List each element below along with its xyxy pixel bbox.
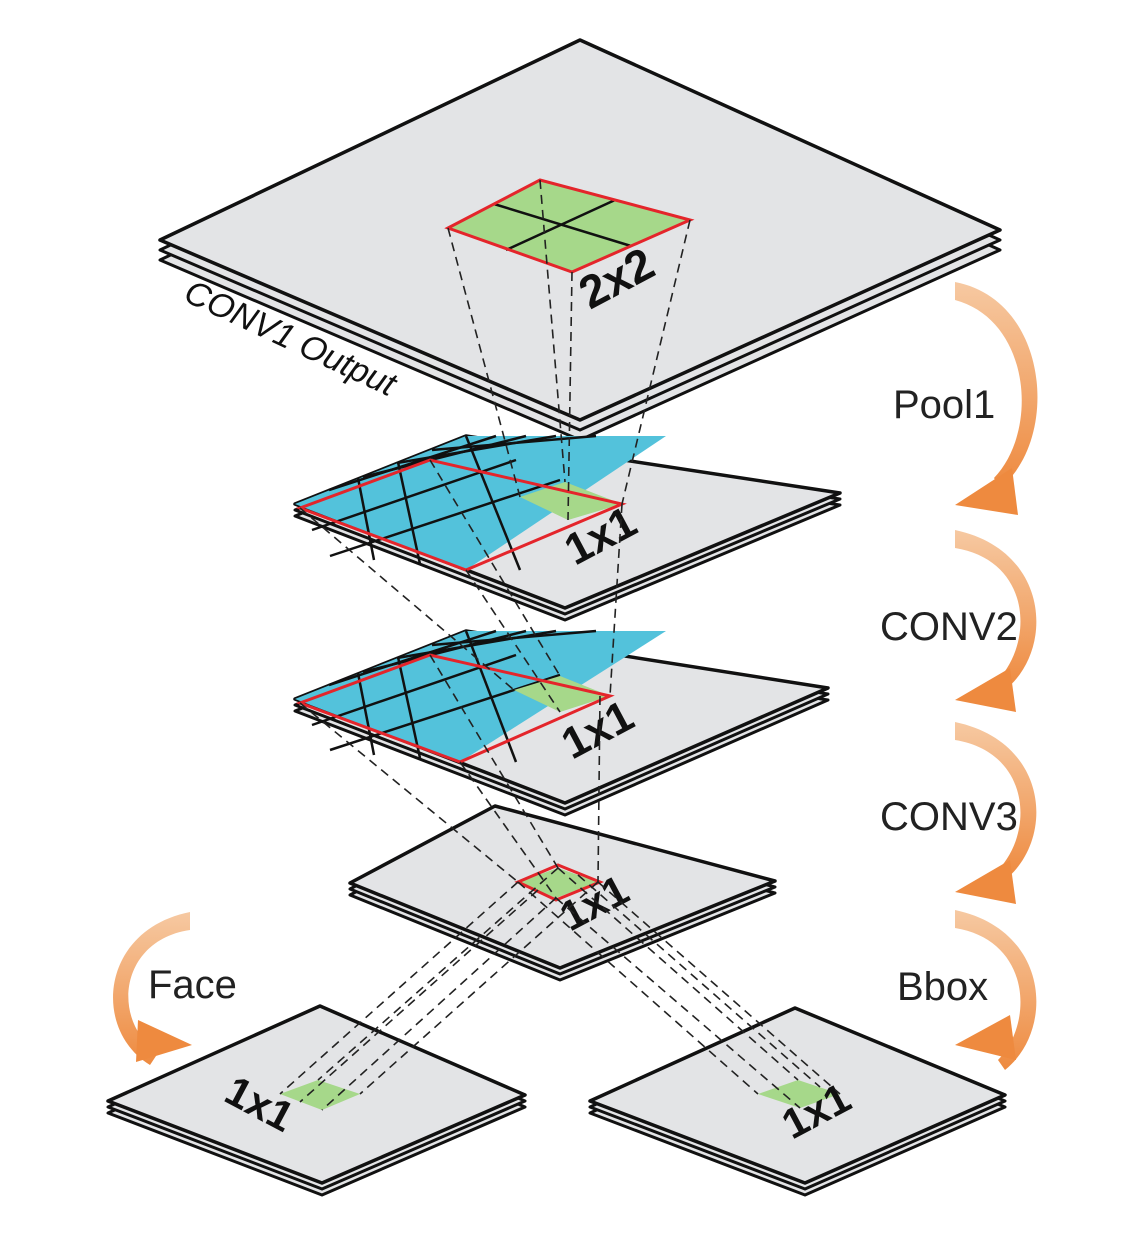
conv1-output-layer: 2x2 CONV1 Output [158,38,1002,442]
face-arrow [113,912,192,1065]
face-label: Face [148,963,237,1007]
conv2-feature-grid [295,629,666,764]
curved-arrow-icon [955,282,1038,488]
curved-arrow-icon [113,912,190,1065]
conv3-output-layer: 1x1 [348,804,777,982]
pool1-output-layer: 1x1 [293,434,842,622]
conv3-arrow [955,722,1037,904]
conv3-label: CONV3 [880,795,1018,839]
projection-lines [279,179,841,1111]
bbox-output-layer: 1x1 [588,1006,1007,1197]
curved-arrow-icon [955,910,1037,1070]
conv2-label: CONV2 [880,605,1018,649]
conv2-output-layer: 1x1 [293,629,830,817]
conv2-arrow [955,530,1037,712]
pool1-label: Pool1 [893,383,995,427]
bbox-arrow [955,910,1037,1070]
bbox-label: Bbox [897,965,988,1009]
pool1-arrow [955,282,1038,515]
face-output-layer: 1x1 [106,1004,527,1197]
pool1-feature-grid [295,434,666,572]
curved-arrow-icon [955,530,1037,690]
curved-arrow-icon [955,722,1037,880]
